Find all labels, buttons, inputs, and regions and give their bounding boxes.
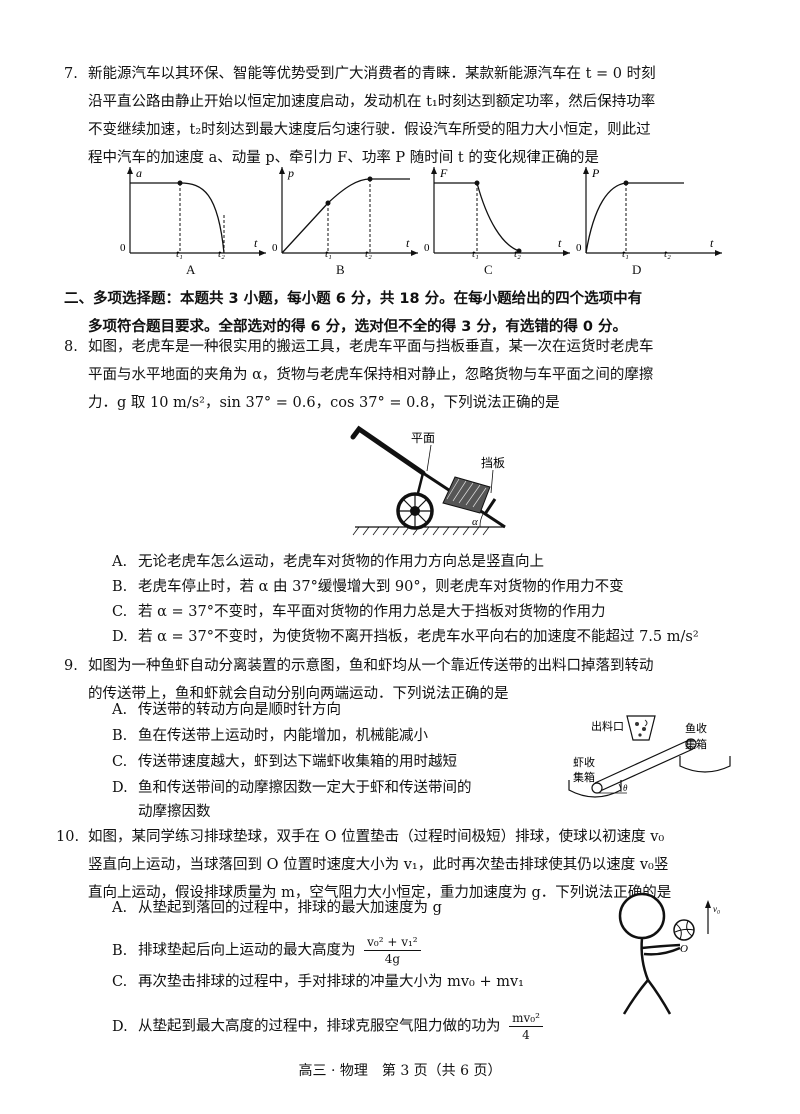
t-label: t [710,236,714,250]
t1-label: t₁ [622,248,629,260]
axis-label: F [439,166,448,180]
origin-label: 0 [576,242,582,254]
page-footer: 高三 · 物理 第 3 页（共 6 页） [298,1063,502,1079]
question-number: 9. [64,658,78,674]
q8-option-c: C.若 α = 37°不变时，车平面对货物的作用力总是大于挡板对货物的作用力 [112,604,606,620]
graph-d-label: D [632,262,642,277]
question-text-line: 平面与水平地面的夹角为 α，货物与老虎车保持相对静止，忽略货物与车平面之间的摩擦 [88,367,654,383]
board-label: 挡板 [481,456,505,470]
t1-label: t₁ [472,248,479,260]
t1-label: t₁ [325,248,332,260]
graph-c-label: C [484,262,493,277]
volleyball-figure: O v₀ [618,892,720,1015]
section-header-line: 多项符合题目要求。全部选对的得 6 分，选对但不全的得 3 分，有选错的得 0 … [88,319,628,335]
fish-box-label: 鱼收 [685,721,707,735]
question-number: 7. [64,66,78,82]
origin-label: 0 [272,242,278,254]
q9-option-d-continued: 动摩擦因数 [138,804,211,820]
q9-option-b: B.鱼在传送带上运动时，内能增加，机械能减小 [112,728,428,744]
section-header-line: 二、多项选择题：本题共 3 小题，每小题 6 分，共 18 分。在每小题给出的四… [64,291,643,307]
t2-label: t₂ [365,248,372,260]
o-label: O [680,943,688,955]
question-9: 9. 如图为一种鱼虾自动分离装置的示意图，鱼和虾均从一个靠近传送带的出料口掉落到… [64,652,748,708]
v0-label: v₀ [713,904,720,914]
question-10: 10. 如图，某同学练习排球垫球，双手在 O 位置垫击（过程时间极短）排球，使球… [56,823,748,907]
question-text-line: 如图为一种鱼虾自动分离装置的示意图，鱼和虾均从一个靠近传送带的出料口掉落到转动 [88,658,654,674]
question-8: 8. 如图，老虎车是一种很实用的搬运工具，老虎车平面与挡板垂直，某一次在运货时老… [64,333,748,417]
plane-label: 平面 [411,431,435,445]
q8-option-d: D.若 α = 37°不变时，为使货物不离开挡板，老虎车水平向右的加速度不能超过… [112,629,699,645]
graph-d: P 0 t₁ t₂ t [576,166,722,260]
shrimp-box-label: 虾收 [573,755,595,769]
question-number: 10. [56,829,80,845]
axis-label: a [136,166,142,180]
question-text-line: 竖直向上运动，当球落回到 O 位置时速度大小为 v₁，此时再次垫击排球使其仍以速… [88,857,669,873]
conveyor-figure: 出料口 θ 鱼收 集箱 虾收 集箱 [568,715,731,798]
t2-label: t₂ [218,248,225,260]
question-7: 7. 新能源汽车以其环保、智能等优势受到广大消费者的青睐．某款新能源汽车在 t … [64,60,748,172]
graph-b: p 0 t₁ t₂ t [272,166,418,260]
question-text-line: 如图，老虎车是一种很实用的搬运工具，老虎车平面与挡板垂直，某一次在运货时老虎车 [88,339,654,355]
question-text-line: 程中汽车的加速度 a、动量 p、牵引力 F、功率 P 随时间 t 的变化规律正确… [88,150,599,166]
t2-label: t₂ [664,248,671,260]
origin-label: 0 [120,242,126,254]
t1-label: t₁ [176,248,183,260]
q8-option-b: B.老虎车停止时，若 α 由 37°缓慢增大到 90°，则老虎车对货物的作用力不… [112,579,624,595]
q9-option-d: D.鱼和传送带间的动摩擦因数一定大于虾和传送带间的 [112,780,472,796]
angle-label: θ [623,783,628,793]
t-label: t [558,236,562,250]
axis-label: P [591,166,600,180]
shrimp-box-label-2: 集箱 [573,770,595,784]
question-text-line: 的传送带上，鱼和虾就会自动分别向两端运动．下列说法正确的是 [88,686,509,702]
graph-b-label: B [336,262,345,277]
graph-a-label: A [186,262,196,277]
question-text-line: 新能源汽车以其环保、智能等优势受到广大消费者的青睐．某款新能源汽车在 t = 0… [88,66,656,82]
fish-box-label-2: 集箱 [685,737,707,751]
graph-c: F 0 t₁ t₂ t [424,166,570,260]
outlet-label: 出料口 [591,719,624,733]
question-text-line: 如图，某同学练习排球垫球，双手在 O 位置垫击（过程时间极短）排球，使球以初速度… [88,829,665,845]
t2-label: t₂ [514,248,521,260]
q9-option-c: C.传送带速度越大，虾到达下端虾收集箱的用时越短 [112,754,457,770]
question-text-line: 不变继续加速，t₂时刻达到最大速度后匀速行驶．假设汽车所受的阻力大小恒定，则此过 [88,122,651,138]
axis-label: p [287,166,294,180]
q10-option-c: C.再次垫击排球的过程中，手对排球的冲量大小为 mv₀ + mv₁ [112,974,524,990]
q10-option-a: A.从垫起到落回的过程中，排球的最大加速度为 g [112,900,442,916]
question-number: 8. [64,339,78,355]
question-text-line: 沿平直公路由静止开始以恒定加速度启动，发动机在 t₁时刻达到额定功率，然后保持功… [88,94,656,110]
question-text-line: 直向上运动，假设排球质量为 m，空气阻力大小恒定，重力加速度为 g．下列说法正确… [88,885,672,901]
hand-truck-figure: 平面 挡板 α [350,425,506,536]
graph-a: a 0 t₁ t₂ t [120,166,266,260]
t-label: t [406,236,410,250]
q8-option-a: A.无论老虎车怎么运动，老虎车对货物的作用力方向总是竖直向上 [112,554,544,570]
question-text-line: 力．g 取 10 m/s²，sin 37° = 0.6，cos 37° = 0.… [88,395,560,411]
origin-label: 0 [424,242,430,254]
angle-label: α [472,516,478,528]
t-label: t [254,236,258,250]
q9-option-a: A.传送带的转动方向是顺时针方向 [112,702,341,718]
section-header: 二、多项选择题：本题共 3 小题，每小题 6 分，共 18 分。在每小题给出的四… [64,285,744,341]
